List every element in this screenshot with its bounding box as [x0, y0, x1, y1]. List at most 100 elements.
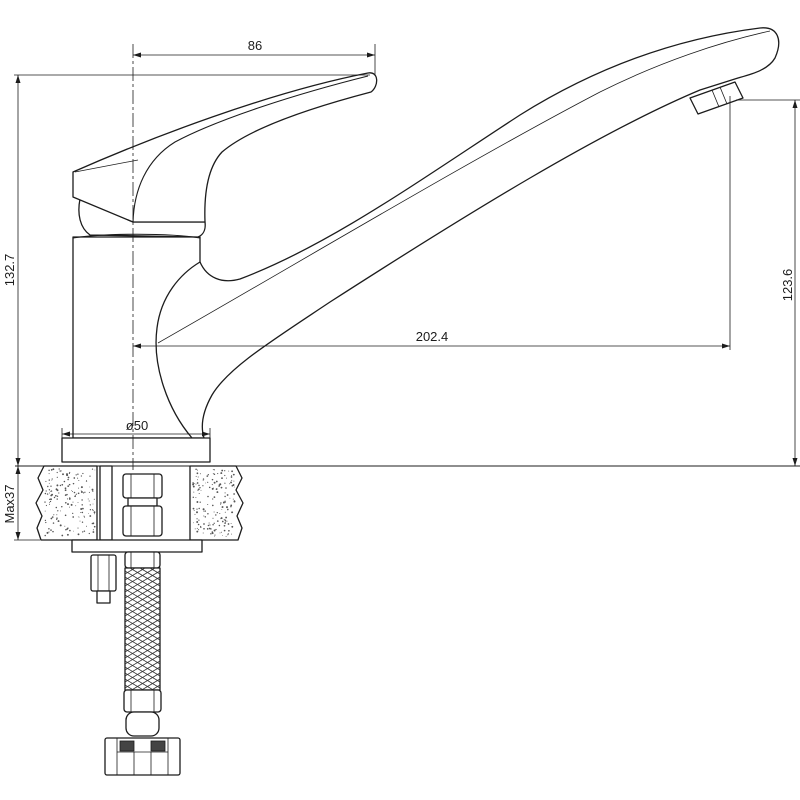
- stone-speckle: [197, 489, 199, 491]
- hose-braid-strand: [124, 660, 161, 683]
- stone-speckle: [233, 480, 235, 482]
- spout-reach-arrow-right: [722, 343, 730, 349]
- stone-speckle: [217, 473, 219, 475]
- stone-speckle: [45, 504, 47, 507]
- stone-speckle: [89, 486, 91, 488]
- stone-speckle: [56, 514, 58, 516]
- stone-speckle: [197, 476, 199, 478]
- stone-speckle: [199, 473, 201, 475]
- hose-braid-strand: [131, 672, 161, 691]
- stone-speckle: [72, 482, 75, 485]
- body-top-edge: [72, 233, 201, 239]
- stone-speckle: [224, 519, 227, 522]
- stone-speckle: [92, 509, 94, 511]
- stone-speckle: [92, 503, 94, 505]
- stone-speckle: [198, 488, 200, 490]
- stone-speckle: [64, 514, 67, 517]
- spout: [155, 27, 780, 439]
- stone-speckle: [94, 513, 95, 515]
- stone-speckle: [195, 483, 197, 485]
- stone-speckle: [204, 510, 206, 512]
- stone-speckle: [80, 486, 83, 489]
- stone-speckle: [195, 497, 197, 498]
- stone-speckle: [213, 511, 215, 513]
- countertop: [15, 465, 800, 541]
- stone-speckle: [213, 481, 216, 484]
- stone-speckle: [223, 529, 226, 532]
- stone-speckle: [198, 519, 200, 521]
- stone-speckle: [70, 489, 72, 491]
- stone-speckle: [199, 487, 201, 489]
- stone-speckle: [198, 492, 200, 495]
- hose-braid-strand: [124, 636, 161, 659]
- countertop-thickness-label: Max37: [2, 484, 17, 523]
- hose-connection-nut: [104, 737, 181, 776]
- stone-speckle: [61, 483, 64, 486]
- stone-speckle: [224, 500, 226, 503]
- stone-speckle: [213, 469, 215, 471]
- stone-speckle: [212, 523, 214, 526]
- stone-speckle: [64, 525, 66, 527]
- hose-braid-strand: [124, 576, 161, 599]
- hose-braid-strand: [124, 567, 156, 587]
- stone-speckle: [78, 516, 80, 518]
- hose-braid-strand: [124, 678, 144, 691]
- stone-speckle: [44, 510, 46, 512]
- stone-speckle: [197, 479, 198, 481]
- stone-speckle: [202, 478, 205, 480]
- stone-speckle: [80, 475, 83, 477]
- hose-braid-strand: [124, 684, 134, 691]
- stone-speckle: [86, 525, 87, 527]
- stone-speckle: [66, 533, 69, 536]
- stone-speckle: [89, 504, 91, 506]
- overall-height-label: 132.7: [2, 254, 17, 287]
- stone-speckle: [195, 468, 197, 471]
- base-diameter-arrow-right: [202, 431, 210, 437]
- stone-speckle: [202, 532, 204, 534]
- hose-braid-strand: [124, 618, 161, 641]
- stone-speckle: [50, 490, 53, 492]
- stone-speckle: [228, 529, 230, 532]
- stone-speckle: [231, 479, 233, 481]
- stone-speckle: [212, 498, 214, 500]
- stone-speckle: [93, 525, 96, 528]
- stone-speckle: [59, 484, 62, 487]
- hose-braid-strand: [124, 624, 161, 647]
- stone-speckle: [68, 472, 71, 475]
- stone-speckle: [194, 528, 196, 530]
- stone-speckle: [233, 499, 235, 501]
- hose-ferrule-bottom: [123, 689, 162, 713]
- stone-speckle: [77, 477, 79, 479]
- stone-speckle: [196, 508, 198, 510]
- stone-speckle: [74, 495, 76, 498]
- stone-speckle: [232, 498, 234, 500]
- stone-speckle: [51, 478, 53, 480]
- stone-speckle: [67, 478, 69, 481]
- stone-speckle: [233, 493, 235, 495]
- stone-speckle: [220, 503, 222, 505]
- stone-speckle: [216, 488, 218, 490]
- stone-speckle: [50, 498, 52, 501]
- stone-speckle: [82, 507, 84, 510]
- stone-speckle: [91, 468, 94, 470]
- stone-speckle: [231, 525, 234, 528]
- stone-speckle: [51, 479, 53, 481]
- handle-skirt: [78, 198, 206, 238]
- stone-speckle: [48, 479, 50, 481]
- stone-speckle: [78, 487, 80, 489]
- stone-speckle: [233, 500, 236, 503]
- stone-speckle: [51, 516, 54, 518]
- stone-speckle: [215, 480, 218, 483]
- stone-speckle: [214, 534, 216, 536]
- hose-fitting-neck: [127, 497, 158, 507]
- stone-speckle: [230, 504, 233, 507]
- stud-end: [96, 590, 111, 604]
- stone-speckle: [220, 486, 223, 489]
- stone-speckle: [231, 533, 233, 535]
- stone-speckle: [219, 483, 222, 486]
- stone-speckle: [83, 530, 86, 532]
- stone-speckle: [213, 473, 216, 476]
- stone-speckle: [193, 491, 195, 493]
- stone-speckle: [75, 505, 77, 507]
- stone-speckle: [220, 531, 222, 533]
